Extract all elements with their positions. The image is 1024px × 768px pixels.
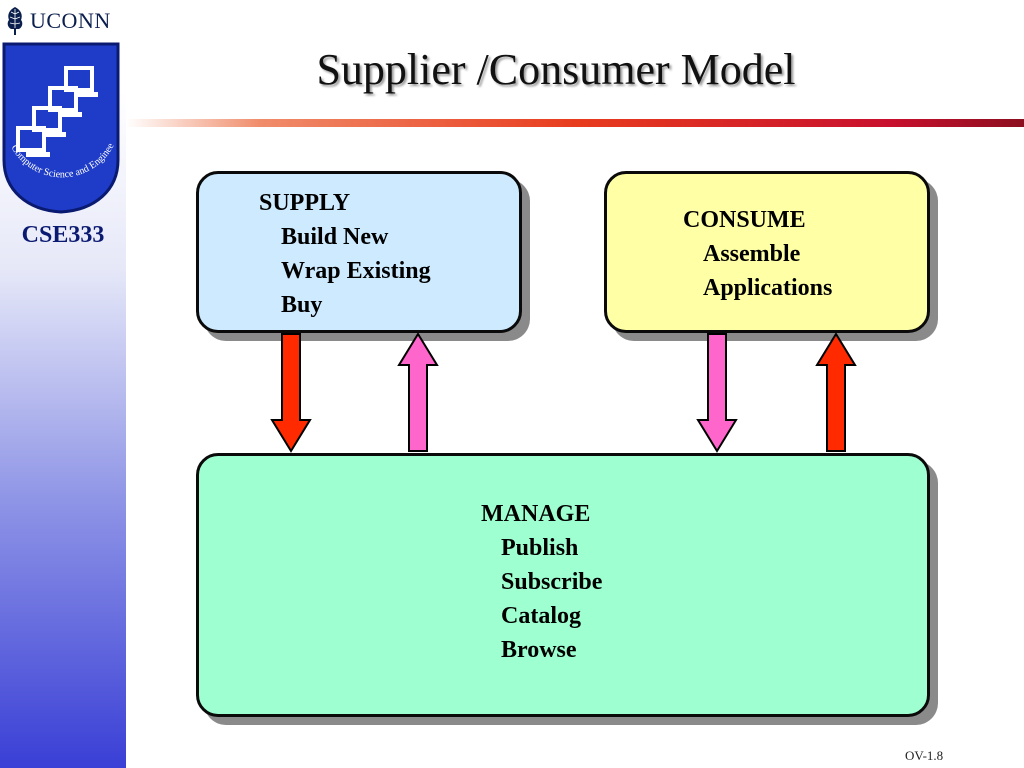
supply-item: Build New <box>281 224 389 250</box>
slide-title: Supplier /Consumer Model <box>316 45 796 94</box>
university-name: UCONN <box>30 8 111 33</box>
uconn-logo: UCONN <box>4 4 111 38</box>
supply-item: Wrap Existing <box>281 258 431 284</box>
manage-item: Browse <box>501 637 577 663</box>
consume-box: CONSUME Assemble Applications <box>604 171 930 333</box>
consume-item: Applications <box>703 275 833 301</box>
manage-item: Catalog <box>501 603 581 629</box>
course-code: CSE333 <box>21 222 105 248</box>
manage-heading: MANAGE <box>481 501 591 527</box>
oak-leaf-icon <box>7 7 23 35</box>
supply-heading: SUPPLY <box>259 190 351 216</box>
manage-item: Subscribe <box>501 569 603 595</box>
consume-to-manage-arrow <box>696 333 738 453</box>
slide-number: OV-1.8 <box>905 748 944 763</box>
manage-box: MANAGE Publish Subscribe Catalog Browse <box>196 453 930 717</box>
manage-to-supply-arrow <box>397 332 439 452</box>
manage-item: Publish <box>501 535 579 561</box>
supply-box: SUPPLY Build New Wrap Existing Buy <box>196 171 522 333</box>
computers-logo-icon: Computer Science and Engineering <box>0 32 120 214</box>
cse-logo: Computer Science and Engineering <box>0 32 124 216</box>
supply-item: Buy <box>281 292 323 318</box>
consume-heading: CONSUME <box>683 207 806 233</box>
consume-item: Assemble <box>703 241 801 267</box>
title-underline <box>126 119 1024 127</box>
manage-to-consume-arrow <box>815 332 857 452</box>
supply-to-manage-arrow <box>270 333 312 453</box>
